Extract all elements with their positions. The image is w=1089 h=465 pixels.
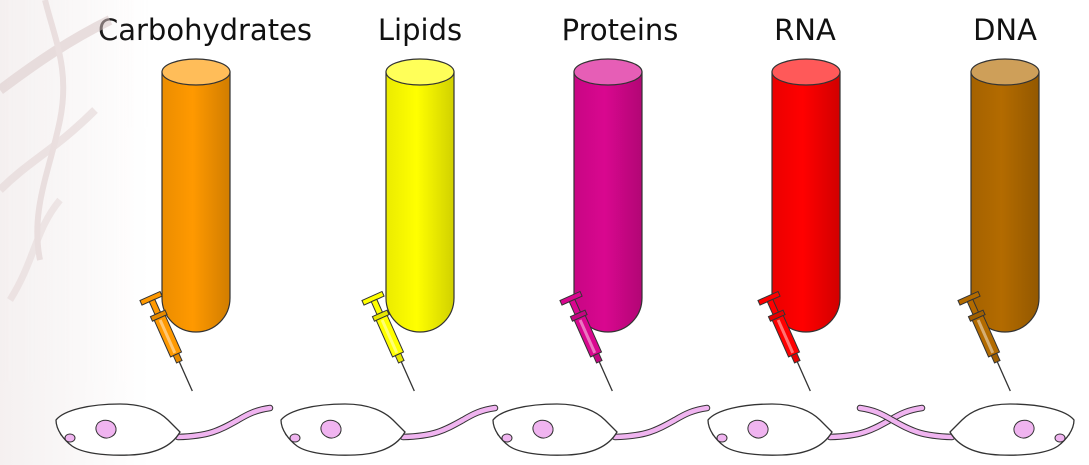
test-tube-icon <box>772 59 840 332</box>
mouse-icon <box>281 404 495 455</box>
panel-rna <box>708 59 922 455</box>
test-tube-icon <box>162 59 230 332</box>
test-tube-icon <box>971 59 1039 332</box>
mouse-icon <box>56 404 270 455</box>
mouse-icon <box>493 404 707 455</box>
panel-dna <box>860 59 1074 455</box>
mouse-icon <box>860 404 1074 455</box>
panel-lipids <box>281 59 495 455</box>
test-tube-icon <box>574 59 642 332</box>
test-tube-icon <box>386 59 454 332</box>
background-dna-watermark <box>0 0 150 465</box>
panel-proteins <box>493 59 707 455</box>
mouse-icon <box>708 404 922 455</box>
